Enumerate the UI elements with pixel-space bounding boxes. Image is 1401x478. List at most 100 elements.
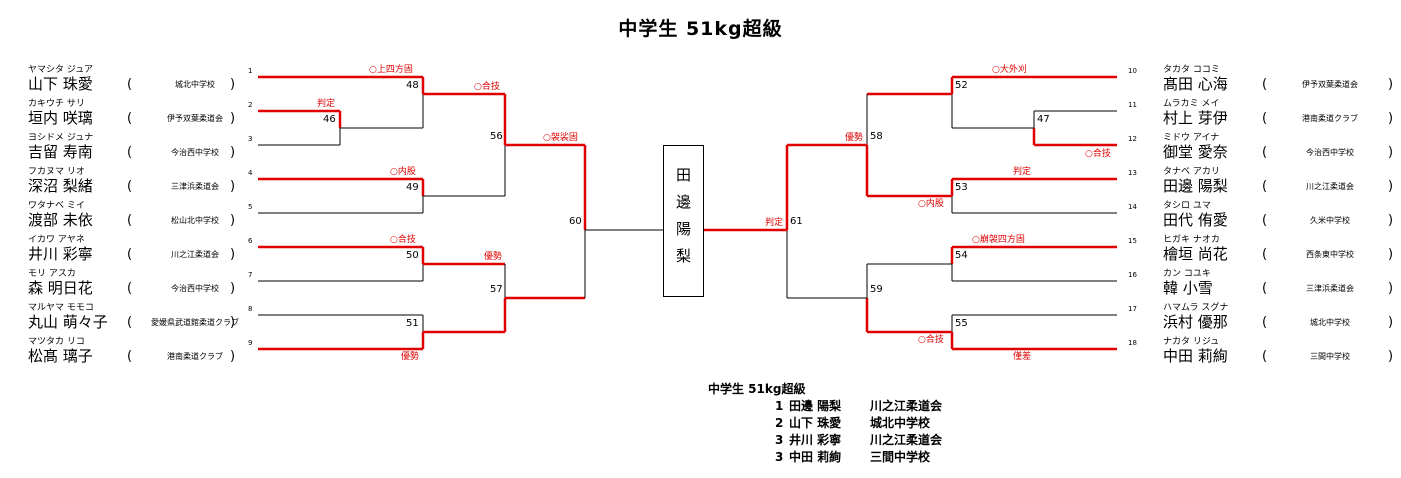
paren-open: ( xyxy=(127,349,133,364)
match-number: 49 xyxy=(406,182,419,193)
result-label: ○合技 xyxy=(474,82,500,92)
seed-number: 4 xyxy=(248,169,253,177)
player-name: 山下 珠愛 xyxy=(28,75,93,93)
player-name: 田代 侑愛 xyxy=(1163,211,1228,229)
seed-number: 7 xyxy=(248,271,253,279)
player-school: 今治西中学校 xyxy=(1306,148,1354,157)
player-name: 浜村 優那 xyxy=(1163,313,1228,331)
player-name: 渡部 未依 xyxy=(28,211,93,229)
match-number: 47 xyxy=(1037,114,1050,125)
paren-close: ) xyxy=(230,349,236,364)
paren-open: ( xyxy=(1262,213,1268,228)
paren-open: ( xyxy=(127,179,133,194)
champion-box: 田邊陽梨 xyxy=(663,145,704,297)
player-school: 三津浜柔道会 xyxy=(171,182,219,191)
summary-rank: 1 xyxy=(775,399,784,413)
match-number: 54 xyxy=(955,250,968,261)
player-name: 吉留 寿南 xyxy=(28,143,93,161)
summary-rank: 3 xyxy=(775,450,784,464)
seed-number: 3 xyxy=(248,135,253,143)
paren-close: ) xyxy=(1388,213,1394,228)
match-number: 60 xyxy=(569,216,582,227)
player-kana: イカワ アヤネ xyxy=(28,235,85,245)
page-title: 中学生 51kg超級 xyxy=(618,18,783,40)
player-kana: モリ アスカ xyxy=(28,269,76,279)
paren-close: ) xyxy=(1388,315,1394,330)
result-label: ○袈裟固 xyxy=(543,133,578,143)
result-label: 判定 xyxy=(317,99,336,109)
paren-open: ( xyxy=(1262,349,1268,364)
player-school: 伊予双葉柔道会 xyxy=(167,114,223,123)
summary-title: 中学生 51kg超級 xyxy=(708,382,806,396)
player-school: 伊予双葉柔道会 xyxy=(1302,80,1358,89)
summary-school: 城北中学校 xyxy=(870,416,931,430)
paren-open: ( xyxy=(1262,315,1268,330)
result-label: 優勢 xyxy=(401,352,420,362)
player-name: 井川 彩寧 xyxy=(28,245,93,263)
summary-name: 田邊 陽梨 xyxy=(789,399,842,413)
player-kana: ナカタ リジュ xyxy=(1163,337,1220,347)
player-name: 中田 莉絢 xyxy=(1163,347,1228,365)
paren-close: ) xyxy=(230,281,236,296)
match-number: 51 xyxy=(406,318,419,329)
match-number: 53 xyxy=(955,182,968,193)
player-name: 深沼 梨緒 xyxy=(28,177,93,195)
match-number: 50 xyxy=(406,250,419,261)
player-school: 城北中学校 xyxy=(1310,318,1350,327)
seed-number: 8 xyxy=(248,305,253,313)
player-school: 城北中学校 xyxy=(175,80,215,89)
seed-number: 17 xyxy=(1128,305,1137,313)
match-number: 46 xyxy=(323,114,336,125)
player-name: 田邊 陽梨 xyxy=(1163,177,1228,195)
seed-number: 5 xyxy=(248,203,253,211)
player-name: 檜垣 尚花 xyxy=(1163,245,1228,263)
player-kana: タカタ ココミ xyxy=(1163,65,1220,75)
champion-name: 田邊陽梨 xyxy=(674,167,692,275)
result-label: 判定 xyxy=(765,218,784,228)
player-kana: ヤマシタ ジュア xyxy=(28,65,94,75)
result-label: 僅差 xyxy=(1013,352,1032,362)
player-kana: ハマムラ スグナ xyxy=(1163,303,1229,313)
paren-open: ( xyxy=(127,213,133,228)
result-label: 判定 xyxy=(1013,167,1032,177)
player-name: 森 明日花 xyxy=(28,279,93,297)
paren-close: ) xyxy=(1388,179,1394,194)
paren-open: ( xyxy=(127,281,133,296)
player-name: 垣内 咲璃 xyxy=(28,109,93,127)
player-school: 松山北中学校 xyxy=(171,216,219,225)
player-name: 丸山 萌々子 xyxy=(28,313,108,331)
paren-open: ( xyxy=(1262,247,1268,262)
match-number: 56 xyxy=(490,131,503,142)
player-kana: ムラカミ メイ xyxy=(1163,99,1220,109)
seed-number: 6 xyxy=(248,237,253,245)
player-kana: ミドウ アイナ xyxy=(1163,133,1220,143)
seed-number: 18 xyxy=(1128,339,1137,347)
summary-rank: 3 xyxy=(775,433,784,447)
paren-close: ) xyxy=(1388,349,1394,364)
seed-number: 1 xyxy=(248,67,253,75)
player-name: 髙田 心海 xyxy=(1163,75,1228,93)
player-kana: フカヌマ リオ xyxy=(28,167,85,177)
player-kana: マツタカ リコ xyxy=(28,337,85,347)
result-label: ○合技 xyxy=(390,235,416,245)
paren-open: ( xyxy=(1262,179,1268,194)
result-label: 優勢 xyxy=(484,252,503,262)
paren-open: ( xyxy=(1262,281,1268,296)
match-number: 55 xyxy=(955,318,968,329)
player-school: 今治西中学校 xyxy=(171,284,219,293)
paren-open: ( xyxy=(127,145,133,160)
paren-close: ) xyxy=(1388,281,1394,296)
player-kana: ワタナベ ミイ xyxy=(28,201,85,211)
player-school: 久米中学校 xyxy=(1310,216,1350,225)
result-label: ○合技 xyxy=(1085,149,1111,159)
paren-close: ) xyxy=(230,77,236,92)
seed-number: 12 xyxy=(1128,135,1137,143)
seed-number: 13 xyxy=(1128,169,1137,177)
result-label: ○内股 xyxy=(918,199,944,209)
player-school: 三津浜柔道会 xyxy=(1306,284,1354,293)
match-number: 59 xyxy=(870,284,883,295)
player-name: 御堂 愛奈 xyxy=(1163,143,1228,161)
seed-number: 9 xyxy=(248,339,253,347)
player-school: 川之江柔道会 xyxy=(171,250,219,259)
player-school: 川之江柔道会 xyxy=(1306,182,1354,191)
